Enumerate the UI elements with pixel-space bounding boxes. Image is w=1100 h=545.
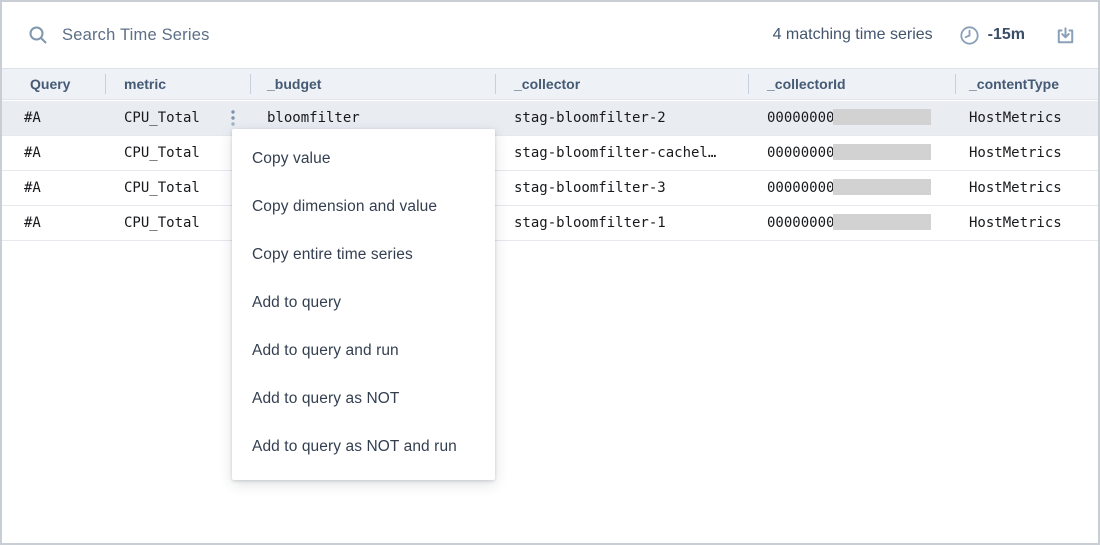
cell-collectorid: 000000000 xyxy=(767,171,931,205)
column-divider xyxy=(250,74,251,94)
column-divider xyxy=(748,74,749,94)
menu-item-add-to-query-as-not[interactable]: Add to query as NOT xyxy=(252,390,400,407)
cell-contenttype: HostMetrics xyxy=(969,180,1062,196)
redaction-block xyxy=(832,108,931,125)
column-divider xyxy=(495,74,496,94)
table-header: Query metric _budget _collector _collect… xyxy=(2,68,1098,100)
table-row[interactable]: #A CPU_Total stag-bloomfilter-3 00000000… xyxy=(2,171,1098,206)
column-header-collector[interactable]: _collector xyxy=(514,76,581,92)
cell-collectorid: 000000000 xyxy=(767,101,931,135)
redaction-block xyxy=(832,213,931,230)
column-header-query[interactable]: Query xyxy=(30,76,71,92)
menu-item-copy-value[interactable]: Copy value xyxy=(252,150,331,167)
menu-item-copy-dimension-and-value[interactable]: Copy dimension and value xyxy=(252,198,438,215)
column-header-collectorid[interactable]: _collectorId xyxy=(767,76,846,92)
search-icon xyxy=(28,25,48,45)
cell-contenttype: HostMetrics xyxy=(969,110,1062,126)
cell-metric: CPU_Total xyxy=(124,145,200,161)
cell-collector: stag-bloomfilter-2 xyxy=(514,110,666,126)
cell-collector: stag-bloomfilter-1 xyxy=(514,215,666,231)
time-range-control[interactable]: -15m xyxy=(959,25,1025,46)
kebab-menu-icon[interactable] xyxy=(230,109,236,127)
redaction-block xyxy=(832,143,931,160)
menu-item-add-to-query-as-not-and-run[interactable]: Add to query as NOT and run xyxy=(252,438,457,455)
cell-metric: CPU_Total xyxy=(124,110,200,126)
cell-collectorid: 000000000 xyxy=(767,136,931,170)
cell-collector: stag-bloomfilter-cachel… xyxy=(514,145,717,161)
cell-metric: CPU_Total xyxy=(124,180,200,196)
cell-contenttype: HostMetrics xyxy=(969,145,1062,161)
context-menu: Copy value Copy dimension and value Copy… xyxy=(232,129,495,480)
menu-item-copy-entire-time-series[interactable]: Copy entire time series xyxy=(252,246,413,263)
table-row[interactable]: #A CPU_Total stag-bloomfilter-1 00000000… xyxy=(2,206,1098,241)
search-placeholder: Search Time Series xyxy=(62,25,210,44)
cell-budget: bloomfilter xyxy=(267,110,360,126)
menu-item-add-to-query[interactable]: Add to query xyxy=(252,294,342,311)
cell-contenttype: HostMetrics xyxy=(969,215,1062,231)
cell-query: #A xyxy=(24,110,41,126)
download-icon[interactable] xyxy=(1055,25,1076,46)
column-header-metric[interactable]: metric xyxy=(124,76,167,92)
match-count: 4 matching time series xyxy=(772,26,933,43)
cell-query: #A xyxy=(24,145,41,161)
cell-collectorid: 000000000 xyxy=(767,206,931,240)
clock-icon xyxy=(959,25,980,46)
table-row[interactable]: #A CPU_Total bloomfilter stag-bloomfilte… xyxy=(2,101,1098,136)
table-body: #A CPU_Total bloomfilter stag-bloomfilte… xyxy=(2,101,1098,241)
cell-query: #A xyxy=(24,180,41,196)
time-range-value: -15m xyxy=(987,26,1025,43)
column-header-contenttype[interactable]: _contentType xyxy=(969,76,1059,92)
column-divider xyxy=(955,74,956,94)
column-header-budget[interactable]: _budget xyxy=(267,76,322,92)
redaction-block xyxy=(832,178,931,195)
menu-item-add-to-query-and-run[interactable]: Add to query and run xyxy=(252,342,399,359)
cell-query: #A xyxy=(24,215,41,231)
cell-metric: CPU_Total xyxy=(124,215,200,231)
column-divider xyxy=(105,74,106,94)
search-input[interactable]: Search Time Series xyxy=(28,25,773,45)
table-row[interactable]: #A CPU_Total stag-bloomfilter-cachel… 00… xyxy=(2,136,1098,171)
toolbar: Search Time Series 4 matching time serie… xyxy=(2,2,1098,68)
cell-collector: stag-bloomfilter-3 xyxy=(514,180,666,196)
